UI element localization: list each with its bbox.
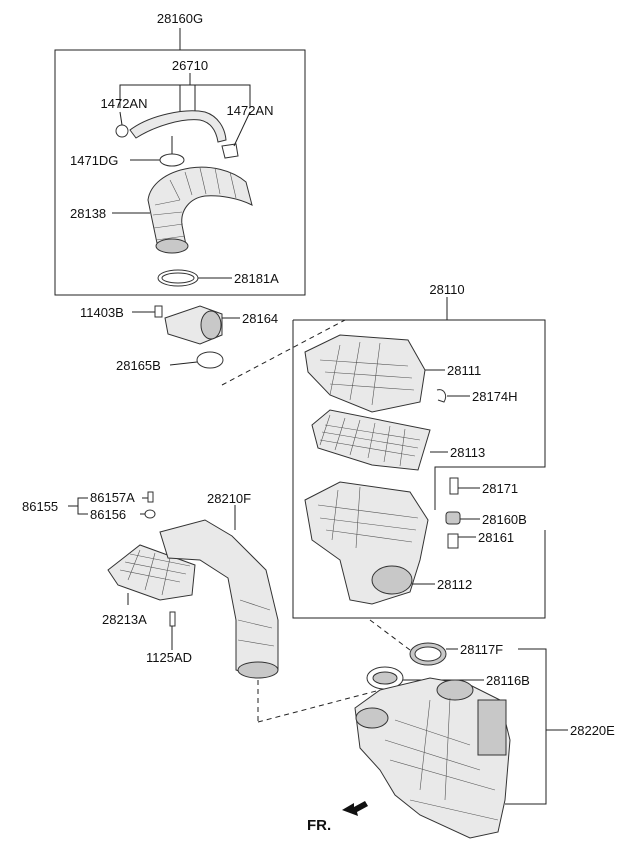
bracket-26710 xyxy=(119,84,251,108)
label-28220E: 28220E xyxy=(570,723,615,738)
duct-end-ring xyxy=(155,238,189,254)
clip-28174H xyxy=(436,389,447,403)
dashed-link-duct xyxy=(257,689,381,723)
bracket-86155 xyxy=(77,497,88,515)
group-box-28160G xyxy=(54,49,306,296)
label-28111: 28111 xyxy=(447,363,481,378)
leader-28165B xyxy=(169,361,198,366)
label-28116B: 28116B xyxy=(486,673,530,688)
gasket-28165B xyxy=(196,351,224,369)
label-28181A: 28181A xyxy=(234,271,279,286)
label-86156: 86156 xyxy=(90,507,126,522)
label-front: FR. xyxy=(307,817,331,834)
bolt-1125AD xyxy=(169,611,176,627)
label-86155: 86155 xyxy=(22,499,58,514)
label-1472AN-left: 1472AN xyxy=(101,96,148,111)
clamp-1471DG xyxy=(159,153,185,167)
label-28161: 28161 xyxy=(478,530,514,545)
label-1125AD: 1125AD xyxy=(146,650,192,665)
insulator-28160B xyxy=(445,511,461,525)
label-28113: 28113 xyxy=(450,445,485,460)
label-1472AN-right: 1472AN xyxy=(227,103,274,118)
bolt-86157A xyxy=(147,491,154,503)
label-86157A: 86157A xyxy=(90,490,135,505)
clamp-1472AN-right xyxy=(221,143,239,159)
resonator-assembly-28220E xyxy=(354,677,511,839)
label-28138: 28138 xyxy=(70,206,106,221)
collar-28161 xyxy=(447,533,459,549)
group-box-28110-upper xyxy=(293,319,546,510)
air-cleaner-cover-28111 xyxy=(304,334,426,413)
label-28110: 28110 xyxy=(429,282,464,297)
label-26710: 26710 xyxy=(172,58,208,73)
label-28160B: 28160B xyxy=(482,512,527,527)
label-28112: 28112 xyxy=(437,577,472,592)
label-28171: 28171 xyxy=(482,481,518,496)
group-box-28110-lower xyxy=(292,320,546,619)
bracket-28220E xyxy=(505,648,547,805)
clamp-1472AN-left xyxy=(115,124,129,138)
label-1471DG: 1471DG xyxy=(70,153,118,168)
label-28213A: 28213A xyxy=(102,612,147,627)
label-28174H: 28174H xyxy=(472,389,518,404)
air-duct-28138 xyxy=(147,166,253,249)
label-28117F: 28117F xyxy=(460,642,503,657)
label-28210F: 28210F xyxy=(207,491,251,506)
label-11403B: 11403B xyxy=(80,305,124,320)
front-arrow-icon xyxy=(342,801,368,816)
washer-86156 xyxy=(144,509,156,519)
label-28164: 28164 xyxy=(242,311,278,326)
breather-hose-26710 xyxy=(129,110,227,143)
label-28160G: 28160G xyxy=(157,11,203,26)
bolt-28171 xyxy=(449,477,459,495)
label-28165B: 28165B xyxy=(116,358,161,373)
screw-11403B xyxy=(154,305,163,318)
